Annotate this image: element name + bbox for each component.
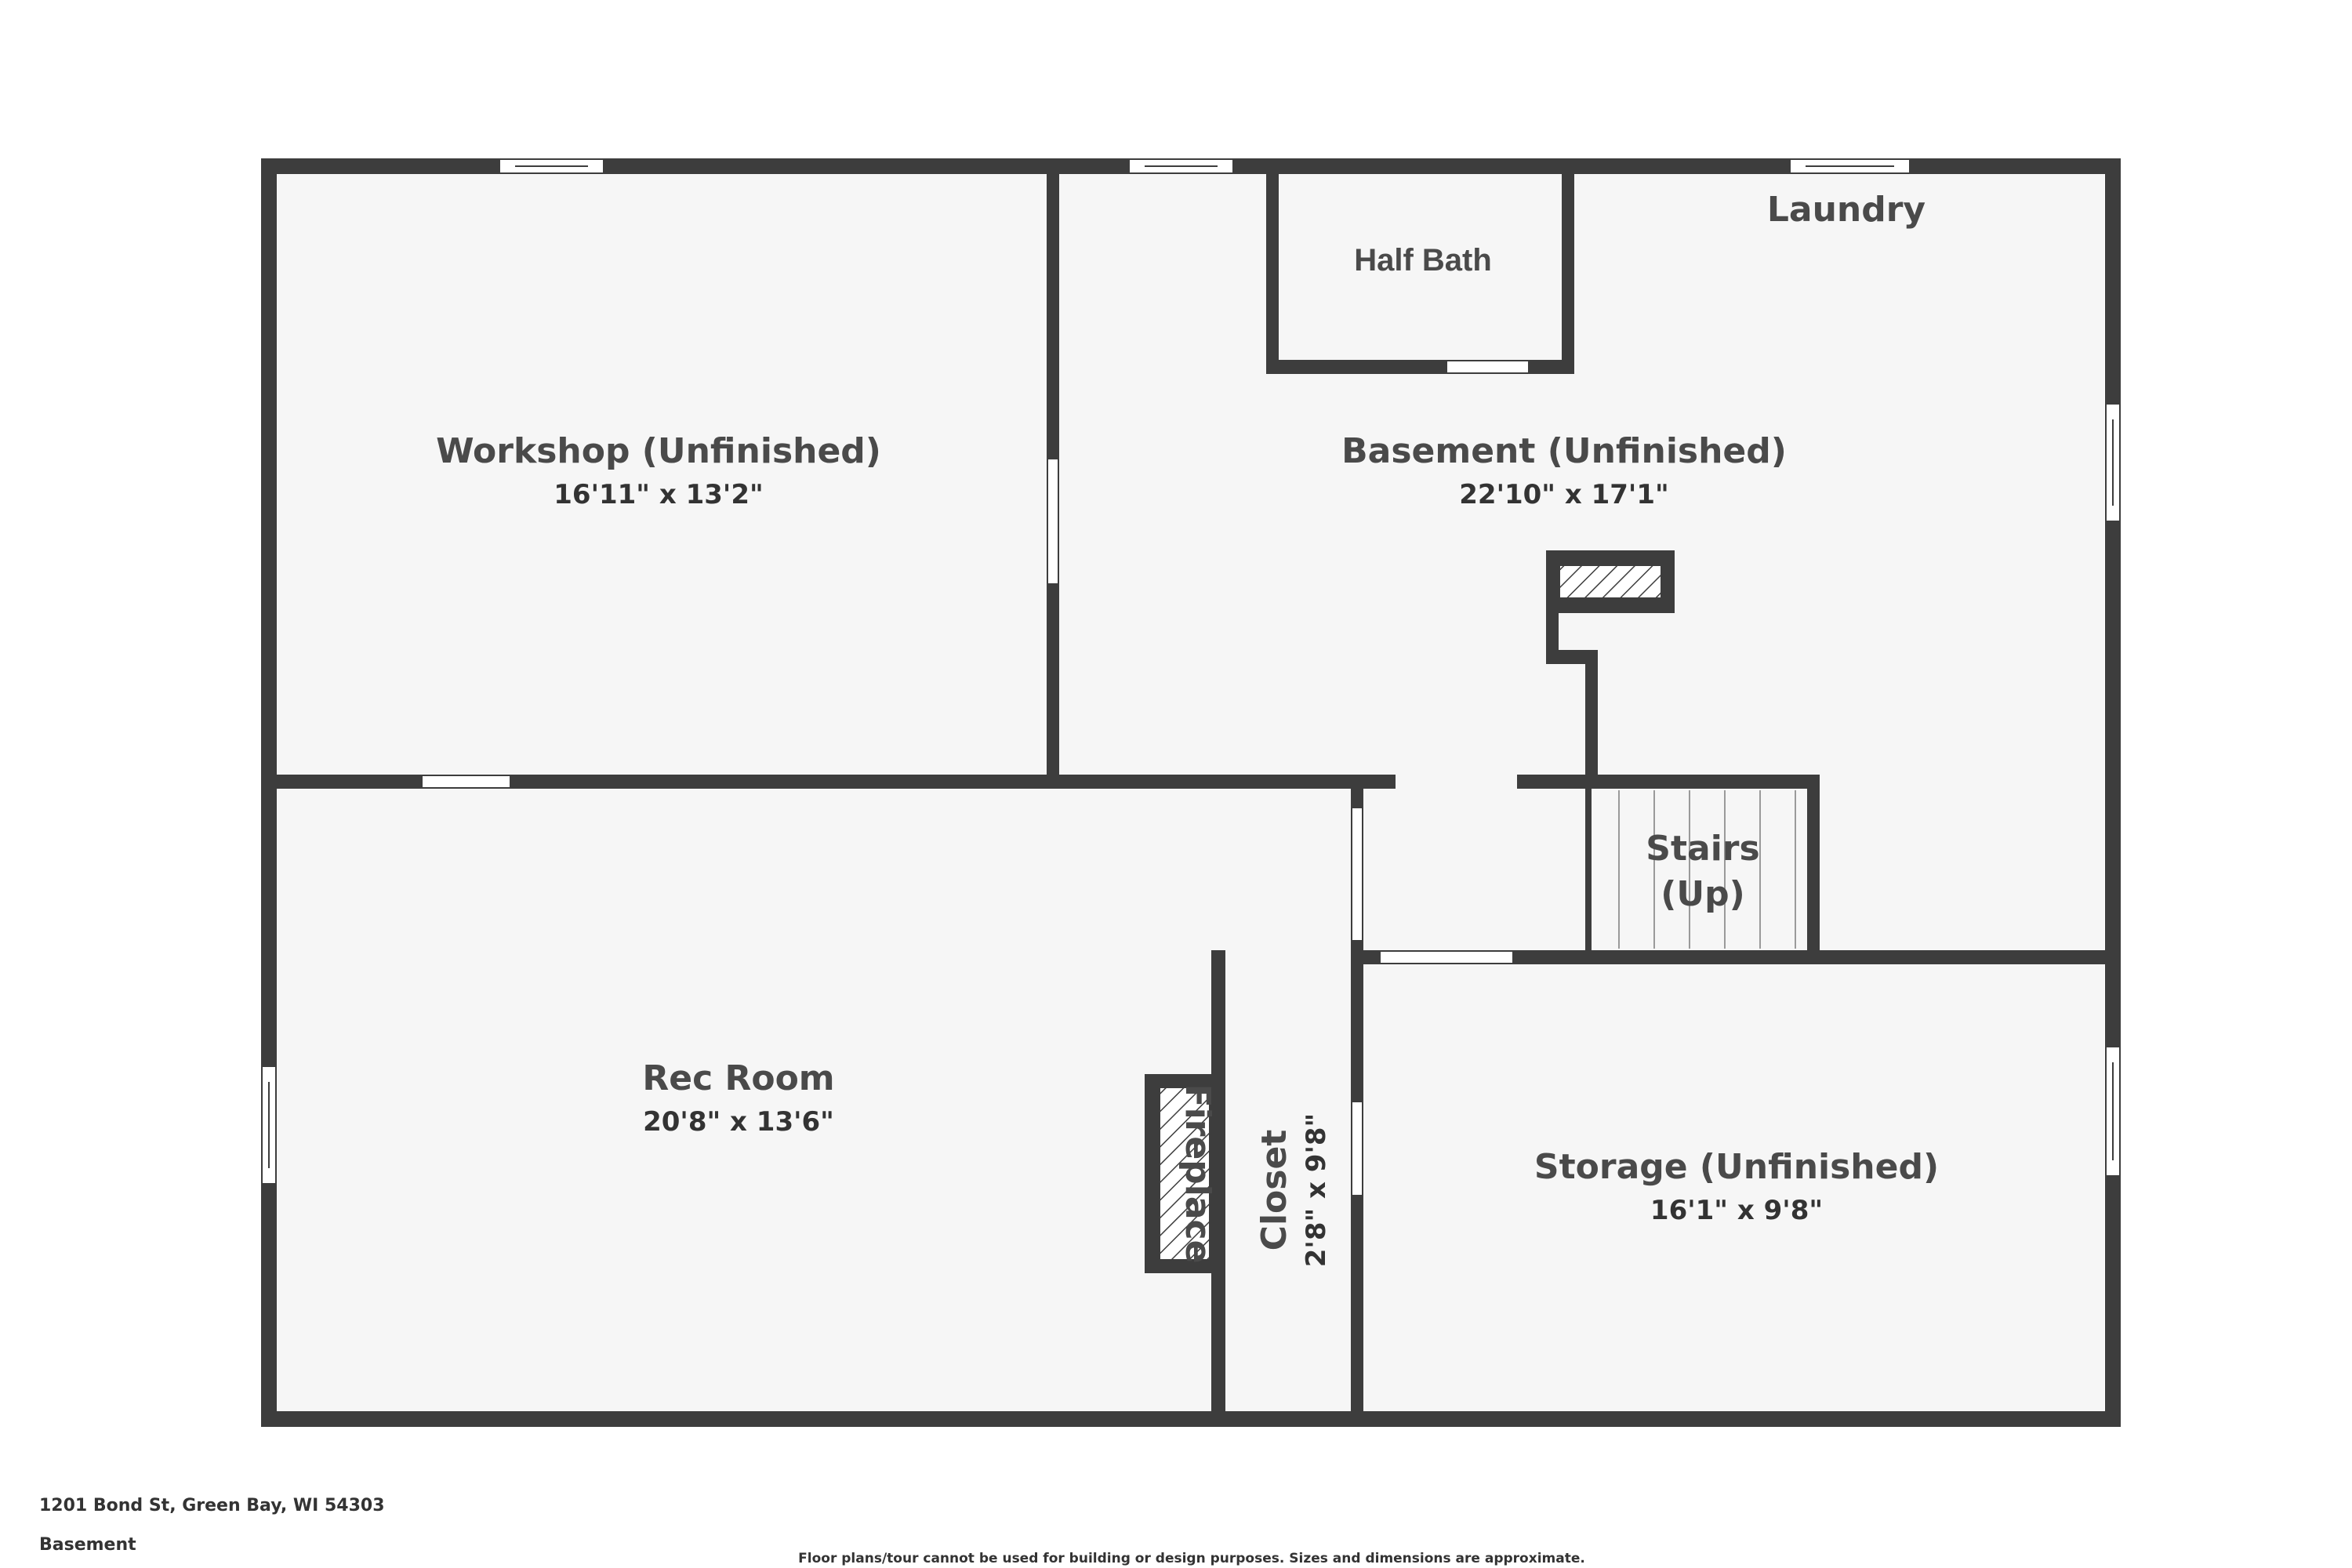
property-address: 1201 Bond St, Green Bay, WI 54303	[39, 1496, 385, 1515]
outer-wall-left	[261, 158, 277, 1427]
workshop-name: Workshop (Unfinished)	[436, 431, 881, 471]
wall-stairs-right	[1807, 775, 1820, 963]
opening-closet-hall	[1225, 948, 1351, 967]
wall-workshop-rec	[270, 775, 1396, 789]
door-halfbath	[1446, 360, 1530, 374]
fireplace-name: Fireplace	[1178, 1084, 1218, 1264]
wall-stairs-left	[1585, 775, 1592, 963]
wall-halfbath-left	[1266, 169, 1279, 374]
door-closet	[1351, 1101, 1363, 1196]
stair-treads	[1618, 790, 1796, 949]
closet-dims: 2'8" x 9'8"	[1301, 1113, 1332, 1267]
wall-chimney-drop	[1546, 550, 1559, 664]
opening-basement-hall	[1396, 772, 1517, 791]
stairs-name-line1: Stairs	[1646, 829, 1759, 869]
wall-chimney-down	[1585, 650, 1598, 789]
chimney-flue	[1560, 566, 1661, 597]
disclaimer: Floor plans/tour cannot be used for buil…	[798, 1551, 1585, 1566]
workshop-dims: 16'11" x 13'2"	[554, 479, 763, 510]
rec-room-name: Rec Room	[642, 1058, 834, 1098]
openings	[1225, 772, 1517, 967]
wall-stairs-top	[1517, 775, 1815, 789]
outer-wall-bottom	[261, 1411, 2121, 1427]
laundry-name: Laundry	[1767, 190, 1926, 230]
closet-name: Closet	[1254, 1130, 1294, 1251]
door-storage-hall	[1379, 950, 1514, 964]
floor-label: Basement	[39, 1535, 136, 1555]
door-workshop-rec	[421, 775, 511, 789]
outer-wall-right	[2105, 158, 2121, 1427]
storage-dims: 16'1" x 9'8"	[1650, 1195, 1823, 1226]
storage-name: Storage (Unfinished)	[1534, 1147, 1939, 1187]
doors	[421, 360, 1530, 1196]
wall-halfbath-right	[1562, 169, 1574, 374]
rec-room-dims: 20'8" x 13'6"	[643, 1106, 834, 1138]
door-rec-hall	[1351, 807, 1363, 942]
door-workshop-basement	[1047, 458, 1059, 585]
stairs-name-line2: (Up)	[1661, 874, 1744, 914]
fireplace-hearth	[1160, 1088, 1209, 1259]
wall-chimney-jog	[1546, 650, 1598, 664]
half-bath-name: Half Bath	[1354, 243, 1492, 278]
windows	[261, 158, 2121, 1185]
basement-dims: 22'10" x 17'1"	[1459, 479, 1668, 510]
basement-name: Basement (Unfinished)	[1341, 431, 1787, 471]
